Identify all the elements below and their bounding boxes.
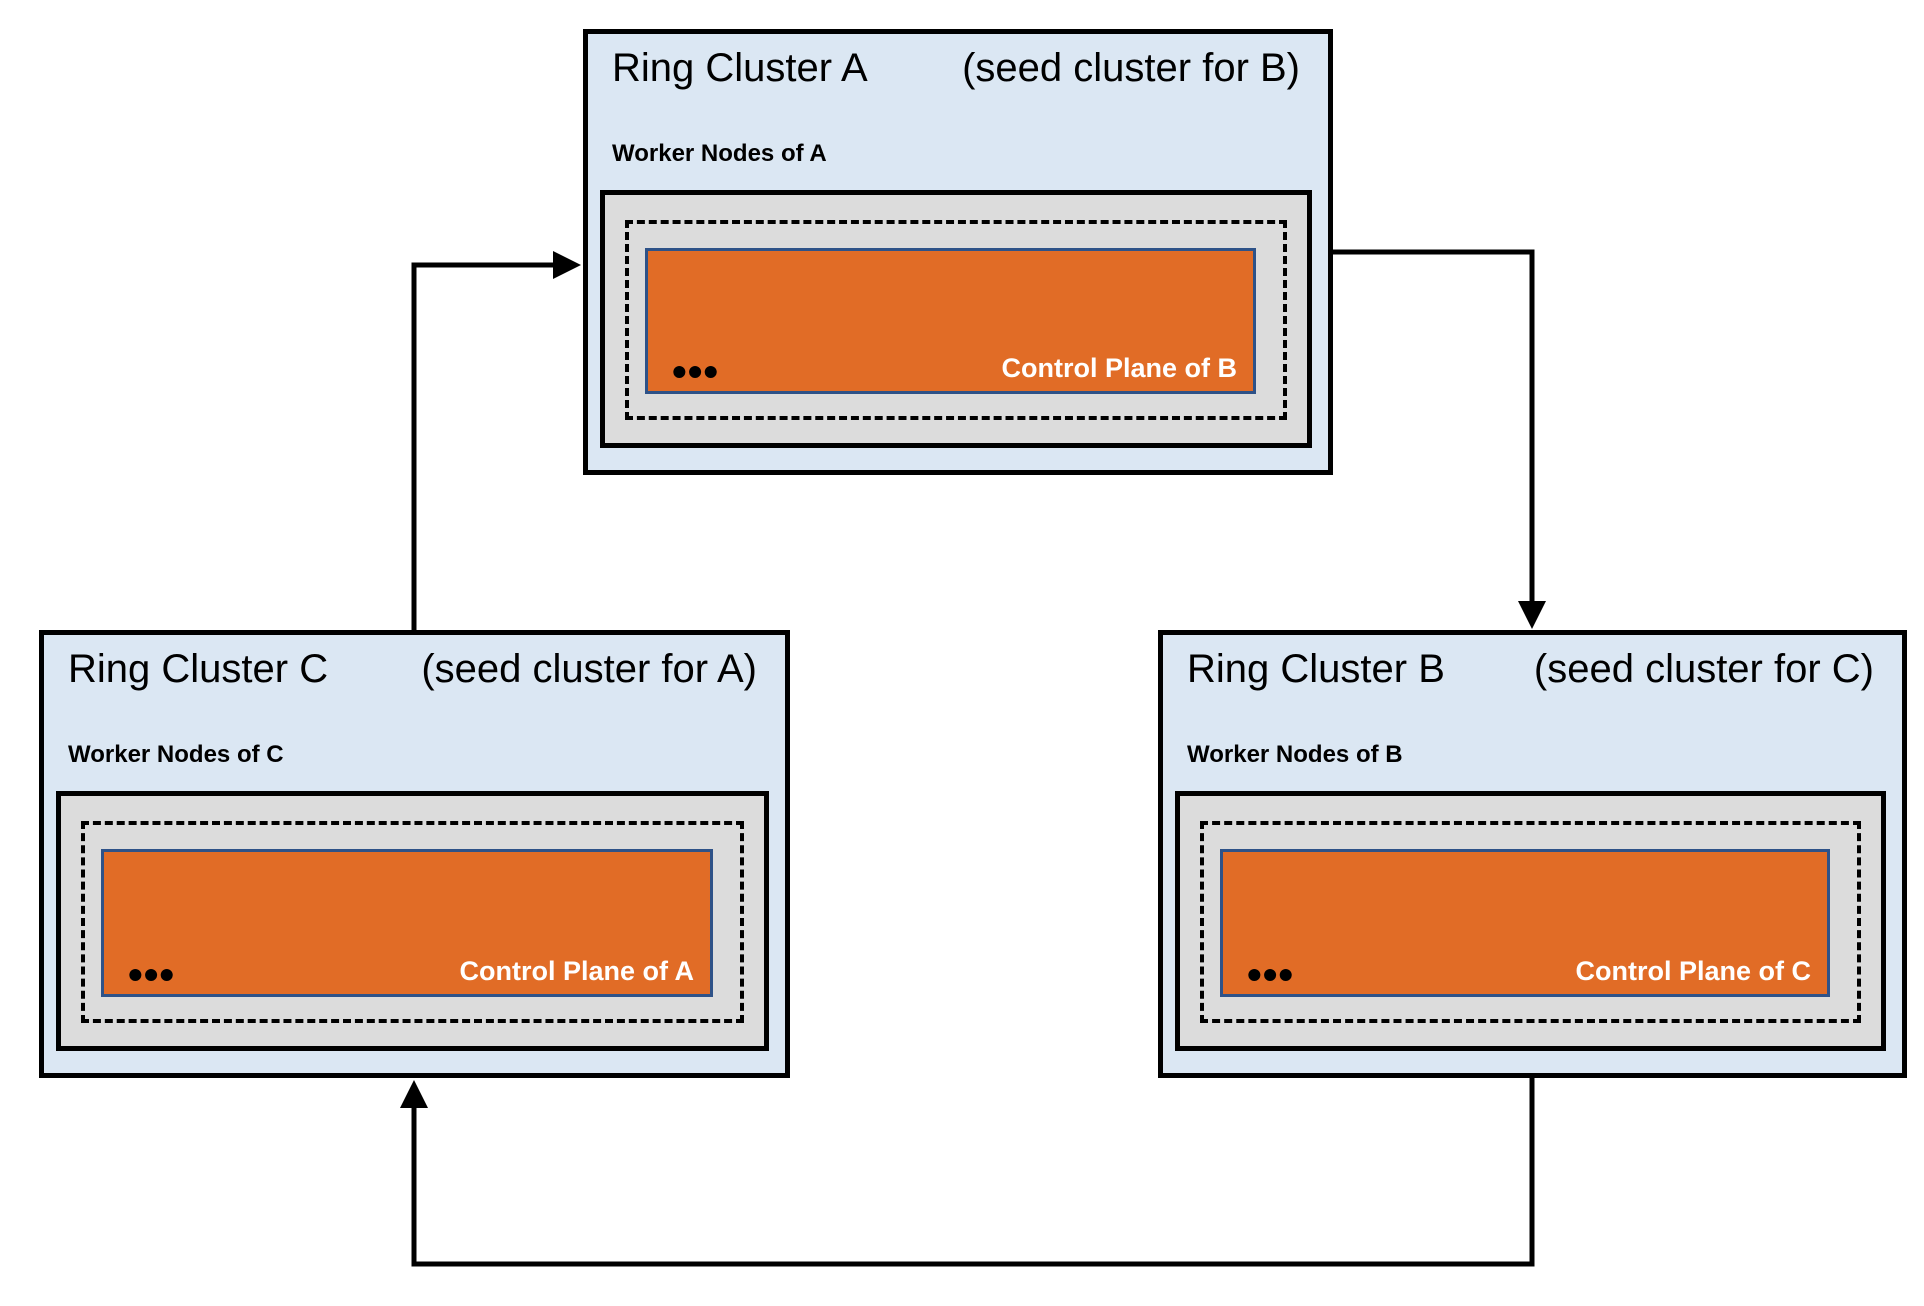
cluster-a-worker-node-box: ••• Control Plane of B [600,190,1312,448]
cluster-c-title-row: Ring Cluster C (seed cluster for A) [68,643,757,695]
cluster-a-control-plane-box: ••• Control Plane of B [645,248,1256,394]
cluster-a-subtitle: (seed cluster for B) [962,46,1300,90]
cluster-b-title: Ring Cluster B [1187,647,1445,691]
cluster-b-control-plane-label: Control Plane of C [1575,956,1812,986]
cluster-b-dashed-boundary: ••• Control Plane of C [1200,821,1861,1023]
cluster-b-subtitle: (seed cluster for C) [1533,647,1874,691]
arrow-c-to-a [411,251,581,636]
cluster-b-title-row: Ring Cluster B (seed cluster for C) [1187,643,1874,695]
cluster-c-subtitle: (seed cluster for A) [421,647,757,691]
cluster-a-dashed-boundary: ••• Control Plane of B [625,220,1287,420]
ring-cluster-c: Ring Cluster C (seed cluster for A) Work… [39,630,790,1078]
cluster-a-title-row: Ring Cluster A (seed cluster for B) [612,42,1300,94]
cluster-c-control-plane-box: ••• Control Plane of A [101,849,713,997]
ring-cluster-a: Ring Cluster A (seed cluster for B) Work… [583,29,1333,475]
ellipsis-dots: ••• [672,348,720,395]
cluster-a-title: Ring Cluster A [612,46,868,90]
arrow-b-to-c [400,1074,1535,1267]
cluster-b-worker-node-box: ••• Control Plane of C [1175,791,1886,1051]
cluster-c-worker-node-box: ••• Control Plane of A [56,791,769,1051]
cluster-b-worker-nodes-label: Worker Nodes of B [1187,741,1403,768]
ellipsis-dots: ••• [1247,951,1295,998]
cluster-c-title: Ring Cluster C [68,647,329,691]
ellipsis-dots: ••• [128,951,176,998]
cluster-b-control-plane-box: ••• Control Plane of C [1220,849,1830,997]
cluster-c-dashed-boundary: ••• Control Plane of A [81,821,744,1023]
cluster-c-worker-nodes-label: Worker Nodes of C [68,741,284,768]
cluster-c-control-plane-label: Control Plane of A [459,956,695,986]
ring-cluster-b: Ring Cluster B (seed cluster for C) Work… [1158,630,1907,1078]
cluster-a-control-plane-label: Control Plane of B [1001,353,1238,383]
cluster-a-worker-nodes-label: Worker Nodes of A [612,140,827,167]
arrow-a-to-b [1330,249,1546,629]
